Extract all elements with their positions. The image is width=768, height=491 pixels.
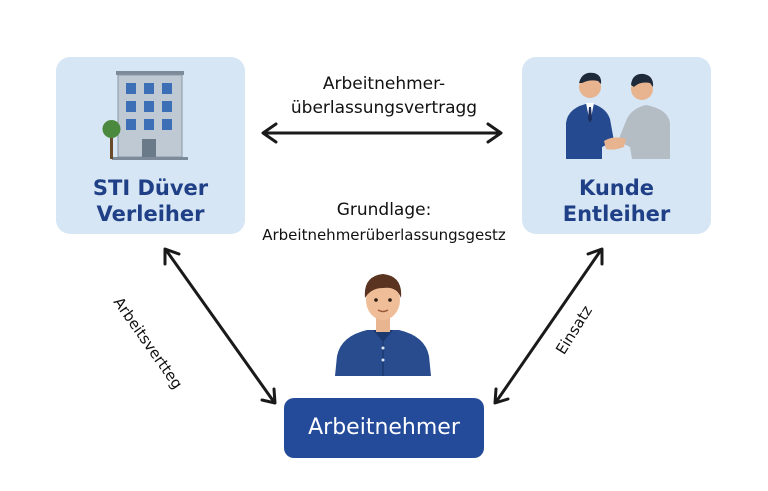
deployment-arrow: [493, 247, 604, 405]
lender-subtitle: Verleiher: [96, 202, 205, 226]
contract-arrow: [261, 122, 503, 144]
person-icon: [335, 274, 431, 376]
client-title: Kunde: [578, 176, 655, 200]
lender-card: STI Düver Verleiher: [56, 57, 245, 234]
employment-arrow: [163, 247, 277, 405]
lender-title: STI Düver: [92, 176, 209, 200]
client-subtitle: Entleiher: [562, 202, 671, 226]
contract-label-line1: Arbeitnehmer-: [322, 74, 446, 94]
basis-label-line2: Arbeitnehmerüberlassungsgestz: [262, 226, 506, 244]
client-card: Kunde Entleiher: [522, 57, 711, 234]
handshake-icon: [566, 72, 670, 159]
worker-box: Arbeitnehmer: [284, 398, 484, 458]
office-building-icon: [102, 71, 188, 160]
basis-label-line1: Grundlage:: [336, 200, 432, 220]
contract-label-line2: überlassungsvertragg: [290, 98, 478, 118]
